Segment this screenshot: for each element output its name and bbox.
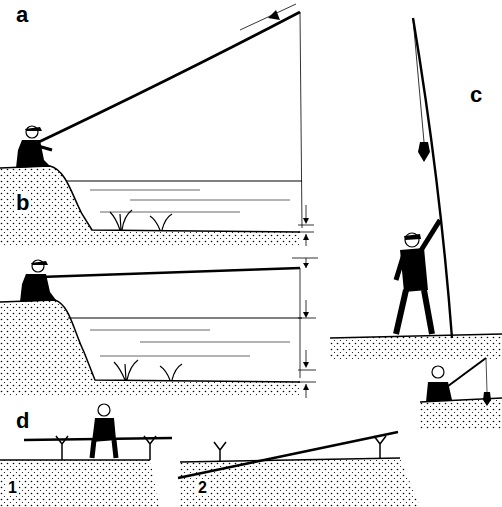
panel-letter: d <box>14 410 31 432</box>
panel-c <box>330 18 502 430</box>
panel-a <box>0 4 314 246</box>
sub-number: 1 <box>6 480 19 496</box>
panel-letter: a <box>14 4 30 26</box>
panel-letter: b <box>14 192 31 214</box>
sub-number: 2 <box>196 480 209 496</box>
panel-b <box>0 258 318 398</box>
panel-letter: c <box>468 84 484 106</box>
panel-d <box>0 404 420 507</box>
